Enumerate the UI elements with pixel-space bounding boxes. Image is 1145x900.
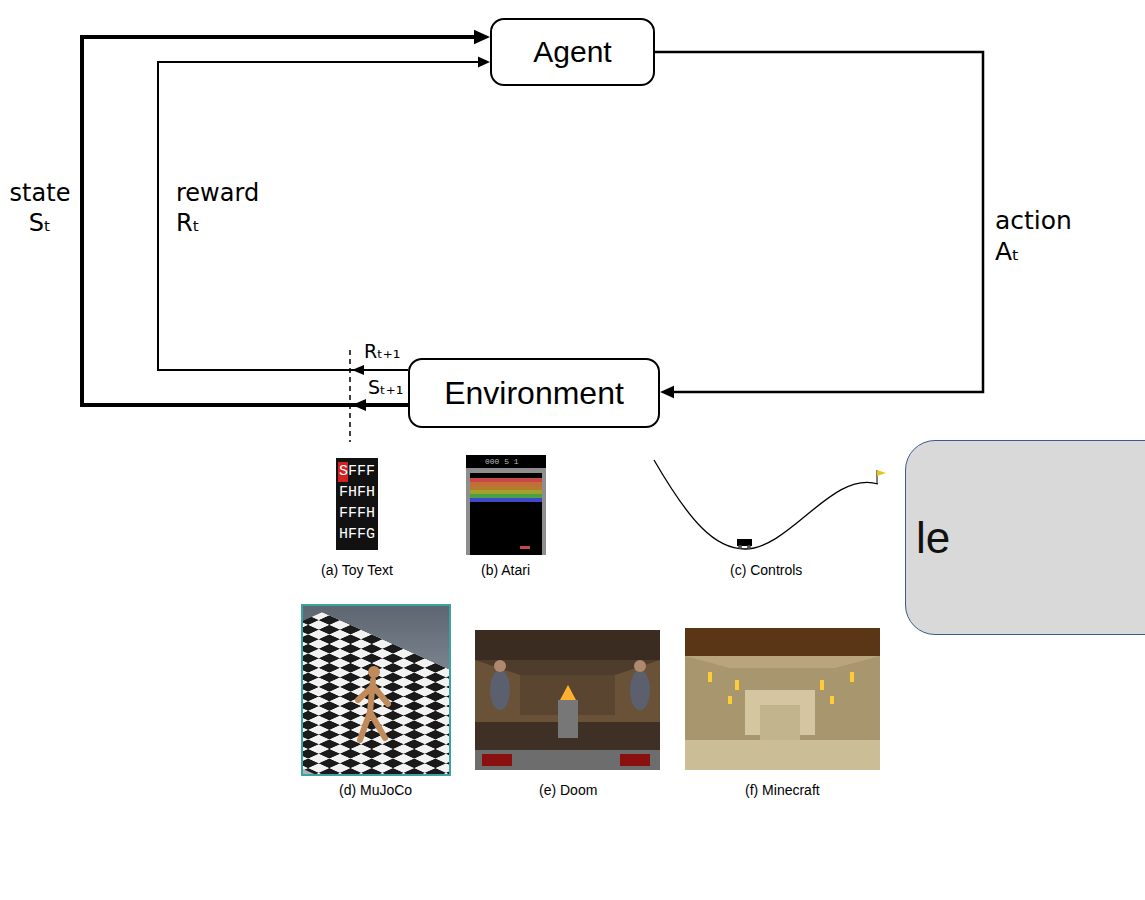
- figure-caption: (e) Doom: [539, 782, 597, 798]
- arrowhead: [352, 365, 364, 375]
- doom-image: [475, 630, 660, 770]
- figure-caption: (d) MuJoCo: [339, 782, 412, 798]
- figure-caption: (c) Controls: [730, 562, 802, 578]
- minecraft-image: [685, 628, 880, 770]
- grid-row: HFFG: [339, 525, 375, 545]
- figure-caption: (f) Minecraft: [745, 782, 820, 798]
- state-arrow: [82, 30, 490, 405]
- node-label: le: [916, 513, 950, 563]
- grid-row: FHFH: [339, 483, 375, 503]
- signal-label: Rₜ₊₁: [364, 340, 400, 362]
- edge-label: state Sₜ: [4, 178, 76, 238]
- environment-box: Environment: [408, 358, 660, 428]
- action-arrow: [655, 52, 983, 398]
- toy-text-image: [336, 458, 378, 550]
- time-step-divider: [349, 350, 351, 442]
- grid-row: FFFH: [339, 504, 375, 524]
- edge-label: action Aₜ: [995, 205, 1085, 268]
- reward-arrow: [158, 57, 490, 370]
- arrowhead: [352, 399, 366, 411]
- node-label: Environment: [444, 375, 624, 412]
- mountain-car-image: [654, 460, 886, 549]
- score-text: 000 5 1: [485, 457, 519, 466]
- callout-box: le: [905, 440, 1145, 635]
- signal-label: Sₜ₊₁: [368, 376, 403, 398]
- grid-row: SFFF: [339, 462, 375, 482]
- figure-caption: (a) Toy Text: [321, 562, 393, 578]
- agent-box: Agent: [490, 18, 655, 86]
- figure-caption: (b) Atari: [481, 562, 530, 578]
- node-label: Agent: [533, 35, 611, 69]
- edge-label: reward Rₜ: [176, 178, 281, 238]
- atari-image: [466, 455, 546, 555]
